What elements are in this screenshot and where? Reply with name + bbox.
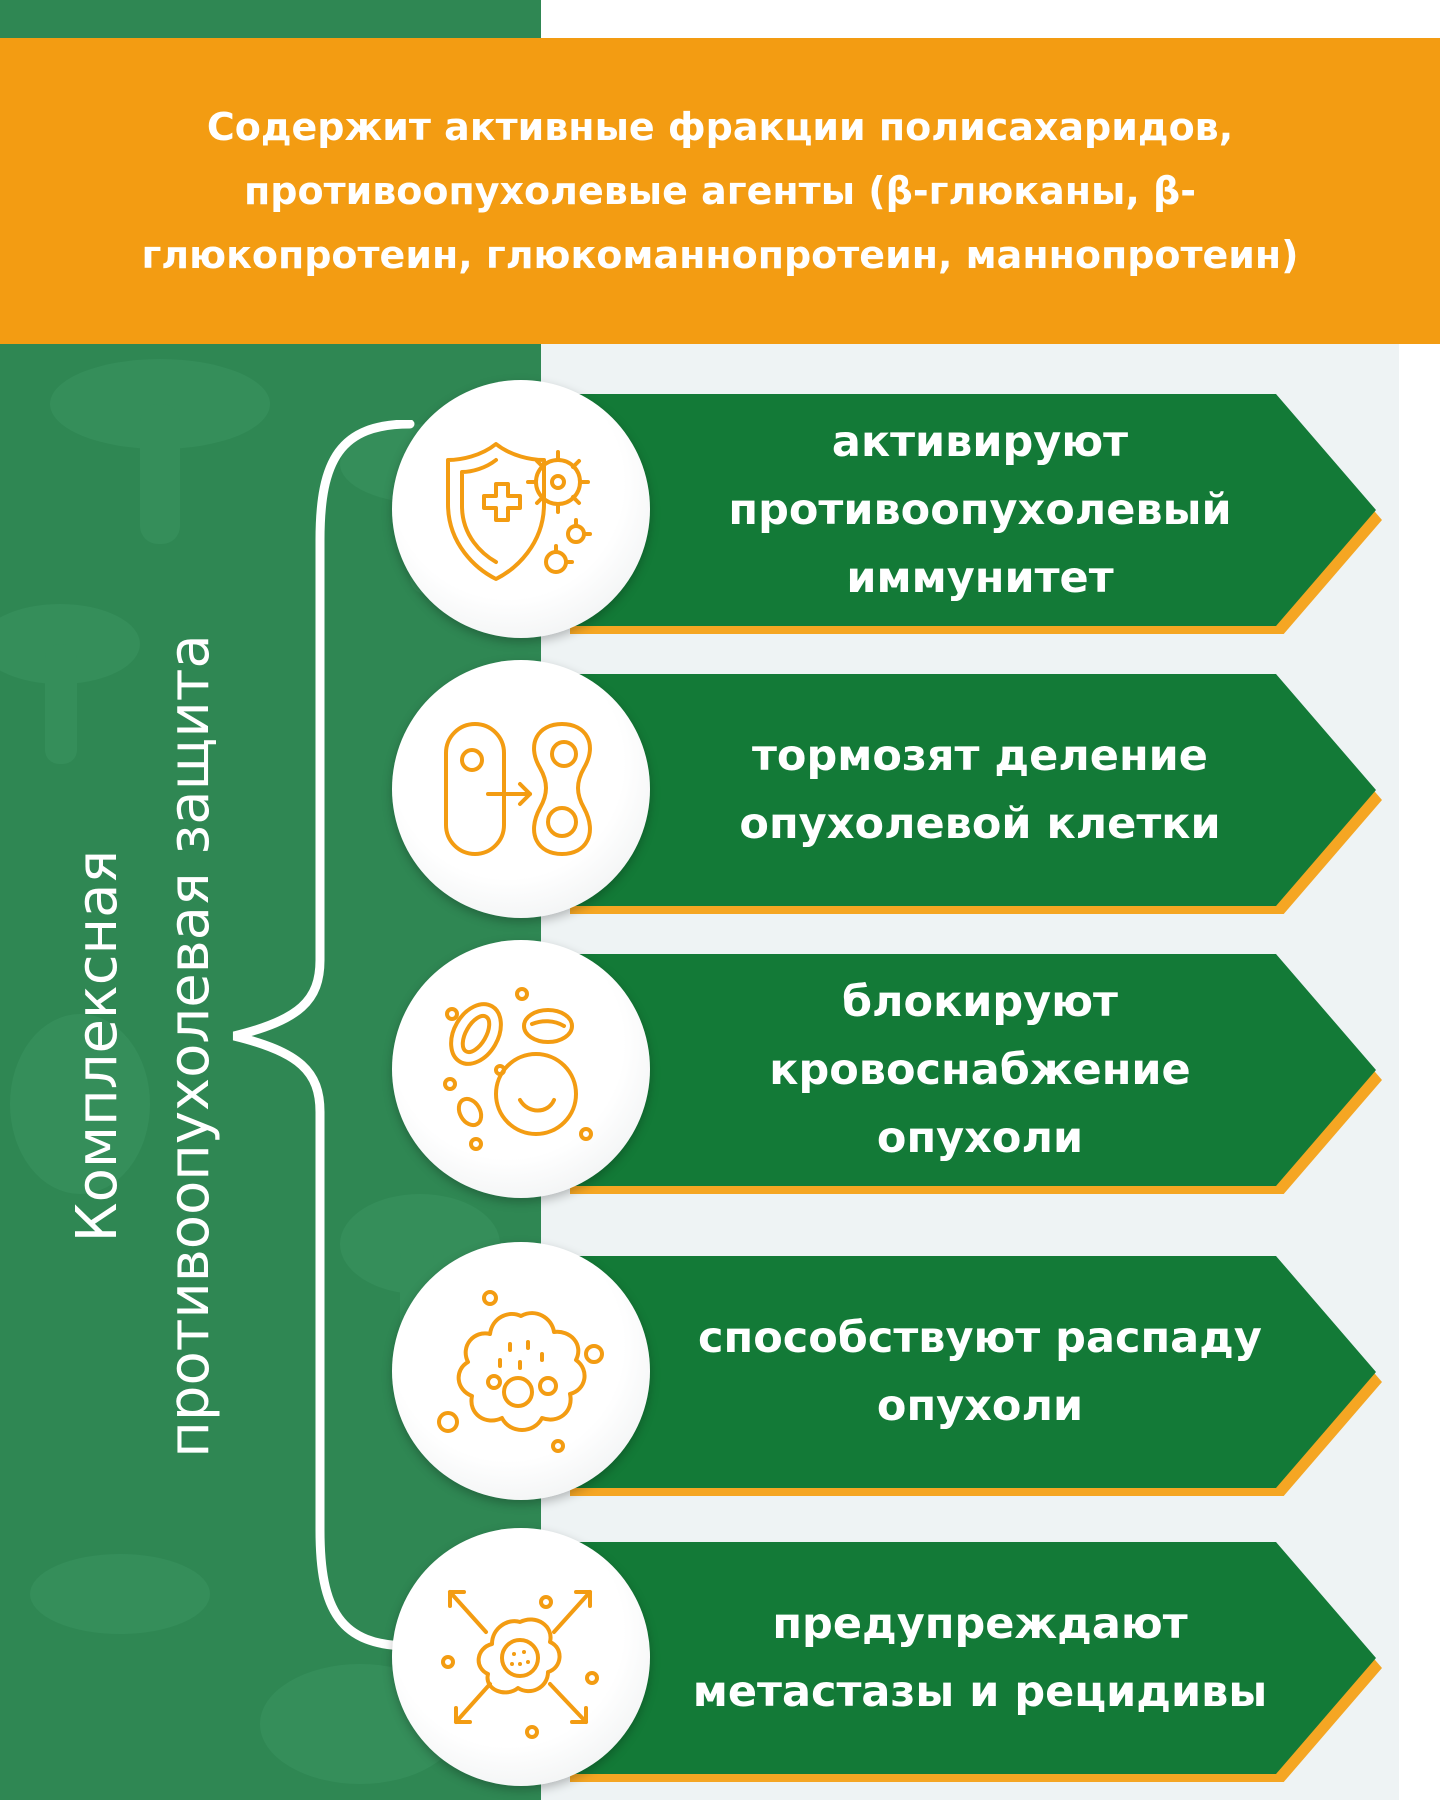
benefit-circle-5	[392, 1528, 650, 1786]
metastasis-icon	[441, 1590, 599, 1739]
benefit-text-4: способствуют распаду опухоли	[698, 1313, 1262, 1431]
benefit-row-5: предупреждают метастазы и рецидивы	[0, 1528, 1440, 1786]
benefit-banner-5: предупреждают метастазы и рецидивы	[510, 1542, 1390, 1782]
benefit-row-3: блокируют кровоснабжение опухоли	[0, 940, 1440, 1198]
tumor-breakdown-icon	[437, 1290, 604, 1453]
benefit-circle-1	[392, 380, 650, 638]
benefit-banner-3: блокируют кровоснабжение опухоли	[510, 954, 1390, 1194]
benefit-circle-4	[392, 1242, 650, 1500]
header-banner: Содержит активные фракции полисахаридов,…	[0, 38, 1440, 344]
benefit-row-2: тормозят деление опухолевой клетки	[0, 660, 1440, 918]
benefit-text-3: блокируют кровоснабжение опухоли	[769, 977, 1191, 1163]
cell-division-icon	[444, 722, 592, 856]
header-text: Содержит активные фракции полисахаридов,…	[141, 105, 1299, 277]
benefit-circle-3	[392, 940, 650, 1198]
benefit-circle-2	[392, 660, 650, 918]
benefit-text-5: предупреждают метастазы и рецидивы	[692, 1599, 1268, 1717]
benefit-text-2: тормозят деление опухолевой клетки	[739, 731, 1221, 849]
benefit-banner-1: активируют противоопухолевый иммунитет	[510, 394, 1390, 634]
benefit-row-4: способствуют распаду опухоли	[0, 1242, 1440, 1500]
benefit-row-1: активируют противоопухолевый иммунитет	[0, 380, 1440, 638]
benefit-text-1: активируют противоопухолевый иммунитет	[728, 417, 1232, 603]
shield-virus-icon	[446, 442, 592, 581]
blood-cells-icon	[443, 987, 593, 1151]
benefit-banner-4: способствуют распаду опухоли	[510, 1256, 1390, 1496]
curly-brace	[232, 420, 415, 1651]
benefit-banner-2: тормозят деление опухолевой клетки	[510, 674, 1390, 914]
